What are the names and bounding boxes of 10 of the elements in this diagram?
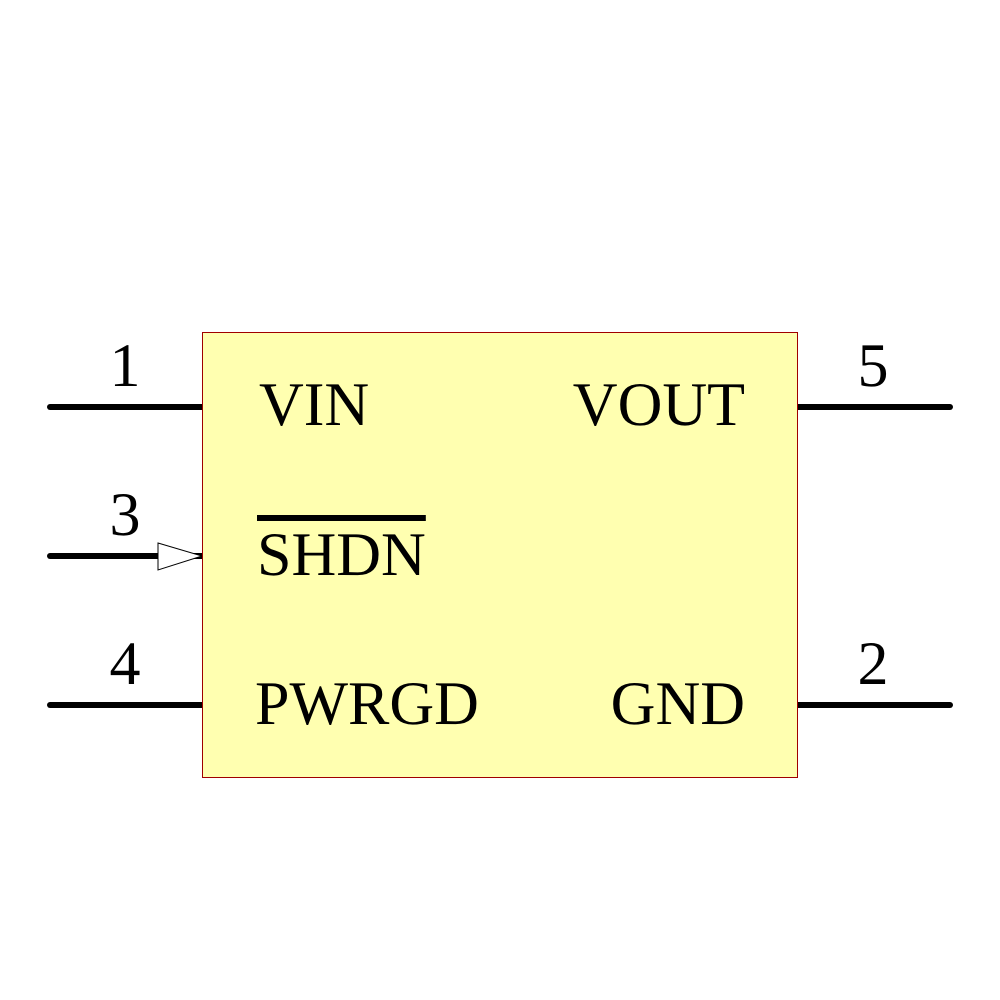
pin-number: 2: [858, 633, 888, 695]
pin-name: PWRGD: [255, 673, 479, 735]
pin-number: 5: [858, 335, 888, 397]
pin-name: GND: [610, 673, 745, 735]
pin-name: VOUT: [572, 374, 745, 436]
pin-number: 4: [110, 633, 140, 695]
pin-number: 3: [110, 484, 140, 546]
chip-body: [202, 332, 798, 778]
pin-number: 1: [110, 335, 140, 397]
pin-name: VIN: [259, 374, 370, 436]
